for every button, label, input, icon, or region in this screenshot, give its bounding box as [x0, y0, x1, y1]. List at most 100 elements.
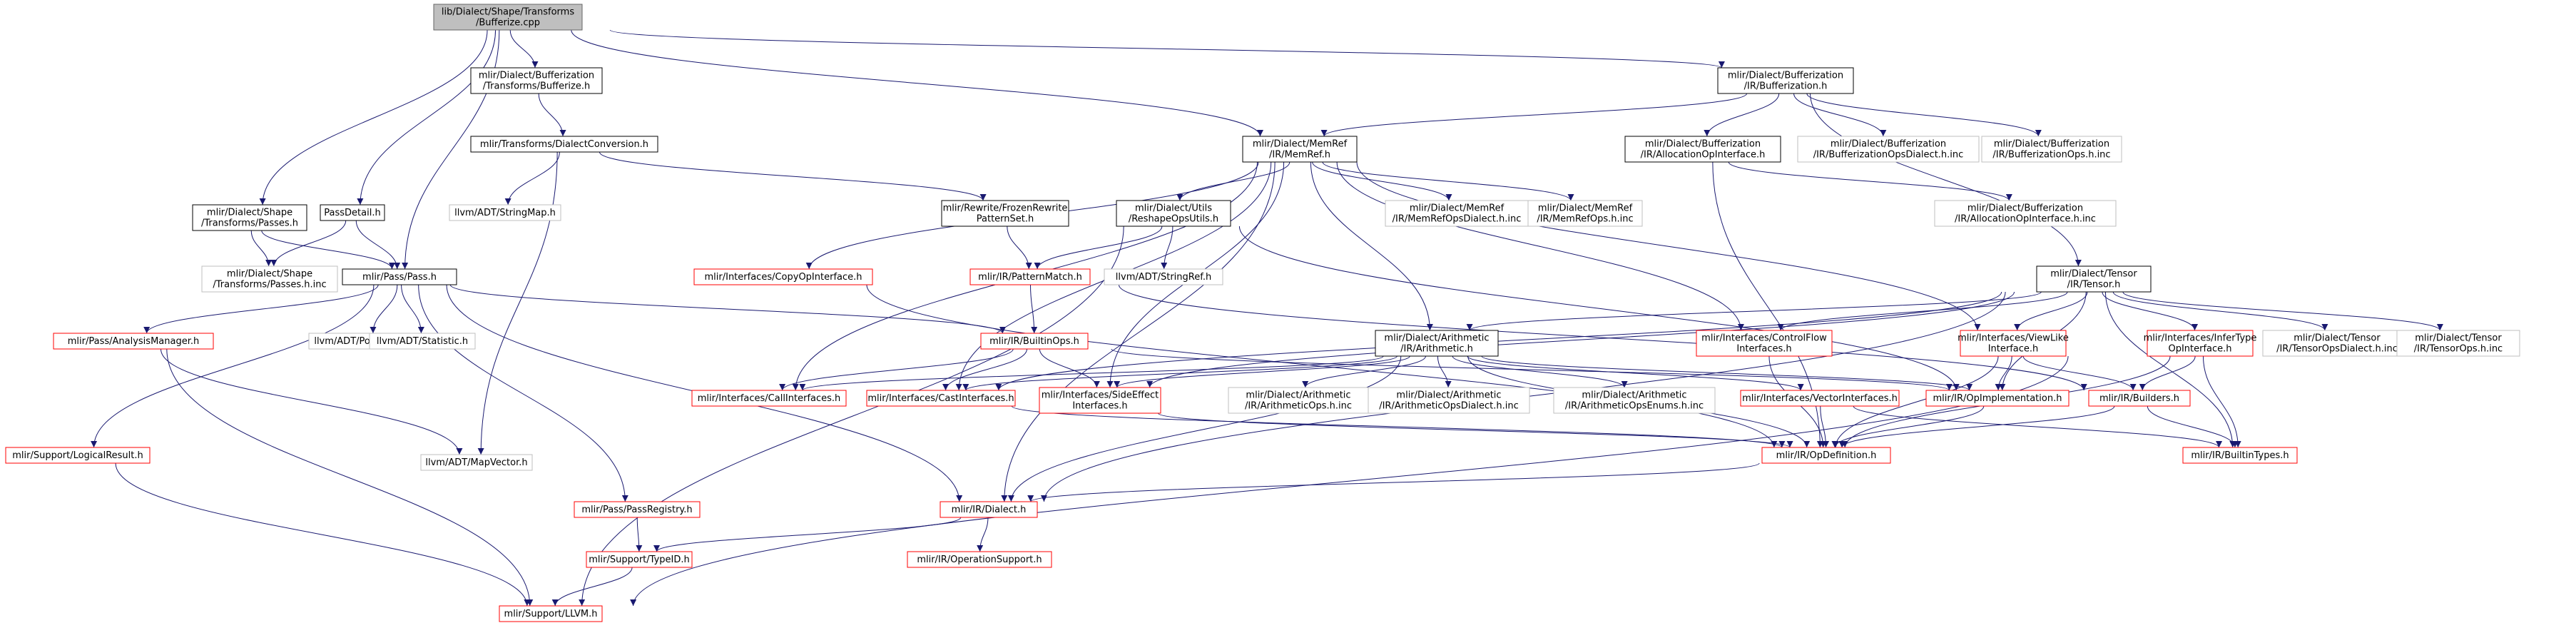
- node-box: [2147, 330, 2254, 357]
- node-label: OpInterface.h: [2168, 344, 2231, 355]
- node-pattern-match[interactable]: mlir/IR/PatternMatch.h: [969, 268, 1091, 285]
- node-builtin-types[interactable]: mlir/IR/BuiltinTypes.h: [2182, 447, 2298, 464]
- node-label: Interfaces.h: [1072, 401, 1127, 412]
- node-memref-dialect-inc[interactable]: mlir/Dialect/MemRef/IR/MemRefOpsDialect.…: [1385, 200, 1529, 227]
- node-analysis-mgr[interactable]: mlir/Pass/AnalysisManager.h: [53, 333, 214, 350]
- node-arith-ops-inc[interactable]: mlir/Dialect/Arithmetic/IR/ArithmeticOps…: [1228, 387, 1369, 414]
- node-type-id[interactable]: mlir/Support/TypeID.h: [586, 551, 693, 568]
- node-label: mlir/Dialect/Bufferization: [1967, 203, 2083, 214]
- node-label: mlir/IR/Dialect.h: [952, 505, 1027, 515]
- file-nodes: lib/Dialect/Shape/Transforms/Bufferize.c…: [5, 4, 2520, 622]
- node-builtin-ops[interactable]: mlir/IR/BuiltinOps.h: [980, 333, 1089, 350]
- node-box: [1761, 447, 1891, 464]
- edge-buf_h-to-memref: [1320, 93, 1748, 137]
- node-label: llvm/ADT/Statistic.h: [377, 336, 468, 347]
- node-alloc-iface-inc[interactable]: mlir/Dialect/Bufferization/IR/Allocation…: [1934, 200, 2117, 227]
- edge-arith-to-arith_enums_inc: [1452, 355, 1628, 388]
- node-pass-h[interactable]: mlir/Pass/Pass.h: [342, 268, 457, 285]
- node-support-llvm[interactable]: mlir/Support/LLVM.h: [499, 605, 603, 622]
- edge-op_impl-to-op_definition: [1831, 405, 1985, 448]
- node-tensor-ops-inc[interactable]: mlir/Dialect/Tensor/IR/TensorOps.h.inc: [2396, 330, 2520, 357]
- edge-buf_h-to-buf_dialect_inc: [1793, 93, 1887, 137]
- node-box: [1797, 136, 1980, 163]
- node-tensor-dialect-inc[interactable]: mlir/Dialect/Tensor/IR/TensorOpsDialect.…: [2262, 330, 2412, 357]
- node-ir-dialect[interactable]: mlir/IR/Dialect.h: [940, 501, 1038, 518]
- node-string-map[interactable]: llvm/ADT/StringMap.h: [449, 204, 561, 221]
- node-arith-enums-inc[interactable]: mlir/Dialect/Arithmetic/IR/ArithmeticOps…: [1553, 387, 1716, 414]
- node-memref-ops-inc[interactable]: mlir/Dialect/MemRef/IR/MemRefOps.h.inc: [1527, 200, 1643, 227]
- node-box: [866, 390, 1016, 407]
- node-label: /IR/Bufferization.h: [1744, 81, 1828, 92]
- edge-vector_iface-to-op_definition: [1820, 405, 1830, 448]
- node-buf-ops-inc[interactable]: mlir/Dialect/Bufferization/IR/Bufferizat…: [1981, 136, 2122, 163]
- node-label: Interfaces.h: [1736, 344, 1791, 355]
- edge-pass_detail-to-pass_h: [355, 220, 401, 270]
- edge-pass_registry-to-type_id: [636, 517, 643, 552]
- node-statistic[interactable]: llvm/ADT/Statistic.h: [369, 333, 476, 350]
- edge-tensor-to-infer_type: [2102, 291, 2199, 331]
- node-label: mlir/Interfaces/ControlFlow: [1701, 333, 1827, 344]
- node-buf-transforms[interactable]: mlir/Dialect/Bufferization/Transforms/Bu…: [470, 67, 603, 94]
- node-label: mlir/Transforms/DialectConversion.h: [480, 139, 648, 150]
- node-buf-dialect-inc[interactable]: mlir/Dialect/Bufferization/IR/Bufferizat…: [1797, 136, 1980, 163]
- node-alloc-iface[interactable]: mlir/Dialect/Bufferization/IR/Allocation…: [1624, 136, 1781, 163]
- node-label: mlir/IR/OpImplementation.h: [1933, 393, 2062, 404]
- edge-pass_h-to-statistic: [401, 284, 424, 334]
- edge-buf_transforms-to-dialect_conversion: [538, 93, 566, 137]
- node-label: mlir/Dialect/Shape: [207, 208, 292, 218]
- node-tensor[interactable]: mlir/Dialect/Tensor/IR/Tensor.h: [2036, 265, 2152, 293]
- node-logical-result[interactable]: mlir/Support/LogicalResult.h: [5, 447, 151, 464]
- node-buf-h[interactable]: mlir/Dialect/Bufferization/IR/Bufferizat…: [1717, 67, 1854, 94]
- edge-alloc_iface-to-alloc_iface_inc: [1728, 161, 2012, 201]
- node-box: [2262, 330, 2412, 357]
- dependency-edges: [91, 29, 2443, 607]
- node-pass-detail[interactable]: PassDetail.h: [320, 204, 385, 221]
- edge-memref-to-arith: [1310, 161, 1433, 331]
- edge-frozen_pattern-to-pattern_match: [1007, 226, 1032, 270]
- edge-view_like-to-builders: [2022, 355, 2137, 391]
- edge-buf_h-to-tensor: [1810, 93, 2082, 267]
- node-box: [980, 333, 1089, 350]
- node-box: [53, 333, 214, 350]
- node-label: PatternSet.h: [977, 214, 1034, 225]
- node-memref[interactable]: mlir/Dialect/MemRef/IR/MemRef.h: [1242, 136, 1358, 163]
- node-op-impl[interactable]: mlir/IR/OpImplementation.h: [1925, 390, 2070, 407]
- node-vector-iface[interactable]: mlir/Interfaces/VectorInterfaces.h: [1740, 390, 1900, 407]
- node-box: [5, 447, 151, 464]
- edge-memref-to-view_like: [1356, 161, 1981, 331]
- node-label: /IR/BufferizationOpsDialect.h.inc: [1813, 150, 1964, 161]
- node-map-vector[interactable]: llvm/ADT/MapVector.h: [420, 454, 533, 471]
- node-reshape-utils[interactable]: mlir/Dialect/Utils/ReshapeOpsUtils.h: [1116, 200, 1231, 227]
- edge-builtin_ops-to-side_effect: [1039, 348, 1100, 388]
- node-label: /IR/Arithmetic.h: [1400, 344, 1473, 355]
- edge-dialect_conversion-to-string_map: [504, 151, 560, 206]
- node-string-ref[interactable]: llvm/ADT/StringRef.h: [1104, 268, 1223, 285]
- node-dialect-conversion[interactable]: mlir/Transforms/DialectConversion.h: [470, 136, 658, 153]
- node-label: mlir/IR/OperationSupport.h: [917, 554, 1042, 565]
- node-box: [320, 204, 385, 221]
- node-copy-iface[interactable]: mlir/Interfaces/CopyOpInterface.h: [693, 268, 873, 285]
- node-arith-dialect-inc[interactable]: mlir/Dialect/Arithmetic/IR/ArithmeticOps…: [1368, 387, 1530, 414]
- node-cast-iface[interactable]: mlir/Interfaces/CastInterfaces.h: [866, 390, 1016, 407]
- node-box: [691, 390, 847, 407]
- node-label: mlir/Dialect/Arithmetic: [1384, 333, 1489, 344]
- node-op-support[interactable]: mlir/IR/OperationSupport.h: [907, 551, 1052, 568]
- node-call-iface[interactable]: mlir/Interfaces/CallInterfaces.h: [691, 390, 847, 407]
- node-op-definition[interactable]: mlir/IR/OpDefinition.h: [1761, 447, 1891, 464]
- node-label: mlir/IR/PatternMatch.h: [978, 272, 1082, 283]
- node-arith[interactable]: mlir/Dialect/Arithmetic/IR/Arithmetic.h: [1375, 330, 1499, 357]
- node-pass-registry[interactable]: mlir/Pass/PassRegistry.h: [574, 501, 701, 518]
- edge-builtin_ops-to-op_impl: [1111, 348, 1953, 391]
- node-shape-passes-inc[interactable]: mlir/Dialect/Shape/Transforms/Passes.h.i…: [201, 265, 338, 293]
- node-root[interactable]: lib/Dialect/Shape/Transforms/Bufferize.c…: [433, 4, 583, 31]
- node-builders[interactable]: mlir/IR/Builders.h: [2088, 390, 2191, 407]
- node-label: /ReshapeOpsUtils.h: [1129, 214, 1218, 225]
- node-label: /IR/TensorOps.h.inc: [2414, 344, 2503, 355]
- node-shape-passes[interactable]: mlir/Dialect/Shape/Transforms/Passes.h: [192, 204, 307, 231]
- node-label: lib/Dialect/Shape/Transforms: [442, 7, 574, 18]
